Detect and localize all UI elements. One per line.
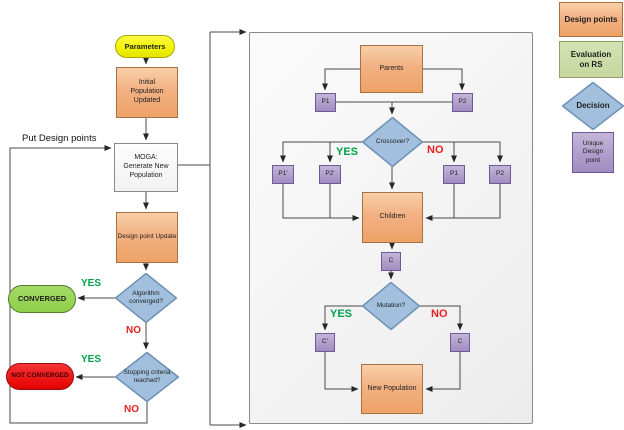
p2-prime-node: P2'	[319, 165, 341, 184]
yes-label-mutation: YES	[330, 308, 353, 320]
no-label-crossover: NO	[427, 144, 444, 156]
c-top-label: C	[388, 257, 394, 265]
children-node: Children	[362, 192, 423, 243]
decision-diamond-shape	[362, 117, 423, 167]
mutation-decision: Mutation?	[362, 282, 420, 330]
c-prime-label: C'	[322, 338, 328, 346]
p1-no-label: P1	[450, 170, 458, 178]
legend-design-points-label: Design points	[564, 14, 618, 24]
legend-evaluation-rs-label: Evaluation on RS	[570, 49, 612, 69]
decision-diamond-shape	[115, 352, 179, 402]
converged-label: CONVERGED	[17, 294, 67, 304]
not-converged-label: NOT CONVERGED	[11, 372, 69, 380]
yes-label-stopping: YES	[81, 354, 102, 365]
stopping-criteria-label: Stopping criteria reached?	[123, 368, 171, 384]
legend-decision: Decision	[562, 82, 624, 130]
yes-label-converged: YES	[81, 278, 102, 289]
new-population-node: New Population	[361, 364, 423, 414]
moga-label: MOGA: Generate New Population	[123, 154, 169, 179]
legend-design-points: Design points	[559, 2, 623, 37]
decision-diamond-shape	[115, 273, 177, 323]
yes-label-crossover: YES	[336, 146, 359, 158]
c-no-label: C	[457, 338, 463, 346]
parents-node: Parents	[360, 45, 423, 93]
p1-prime-node: P1'	[272, 165, 294, 184]
parents-label: Parents	[379, 64, 404, 72]
c-prime-node: C'	[315, 333, 335, 352]
moga-node: MOGA: Generate New Population	[114, 143, 178, 192]
no-label-mutation: NO	[431, 308, 448, 320]
stopping-criteria-decision: Stopping criteria reached?	[115, 352, 179, 402]
p1-label: P1	[321, 98, 330, 106]
decision-diamond-shape	[562, 82, 624, 130]
mutation-label: Mutation?	[376, 301, 406, 309]
crossover-label: Crossover?	[375, 137, 410, 145]
legend-unique-design-point-label: Unique Design point	[582, 140, 604, 164]
p2-no-node: P2	[489, 165, 511, 184]
algorithm-converged-label: Algorithm converged?	[129, 289, 163, 305]
p2-node: P2	[452, 93, 473, 112]
legend-decision-label: Decision	[576, 101, 610, 110]
p2-label: P2	[458, 98, 467, 106]
p1-node: P1	[315, 93, 336, 112]
algorithm-converged-decision: Algorithm converged?	[115, 273, 177, 323]
put-design-points-label: Put Design points	[22, 133, 97, 144]
design-point-update-label: Design point Update	[117, 233, 177, 241]
no-label-stopping: NO	[124, 404, 139, 415]
new-population-label: New Population	[367, 384, 417, 392]
c-no-node: C	[450, 333, 470, 352]
not-converged-node: NOT CONVERGED	[6, 363, 74, 390]
initial-population-label: Initial Population Updated	[130, 79, 164, 104]
legend-evaluation-rs: Evaluation on RS	[559, 41, 623, 78]
p1-prime-label: P1'	[278, 170, 288, 178]
parameters-label: Parameters	[124, 41, 166, 51]
c-top-node: C	[381, 252, 401, 271]
legend-unique-design-point: Unique Design point	[572, 132, 614, 173]
design-point-update-node: Design point Update	[116, 212, 178, 263]
crossover-decision: Crossover?	[362, 117, 423, 167]
p2-no-label: P2	[496, 170, 504, 178]
parameters-node: Parameters	[115, 35, 175, 58]
children-label: Children	[379, 213, 406, 221]
p2-prime-label: P2'	[325, 170, 335, 178]
decision-diamond-shape	[362, 282, 420, 330]
p1-no-node: P1	[443, 165, 465, 184]
converged-node: CONVERGED	[8, 285, 76, 313]
initial-population-node: Initial Population Updated	[116, 67, 178, 118]
no-label-converged: NO	[126, 325, 141, 336]
